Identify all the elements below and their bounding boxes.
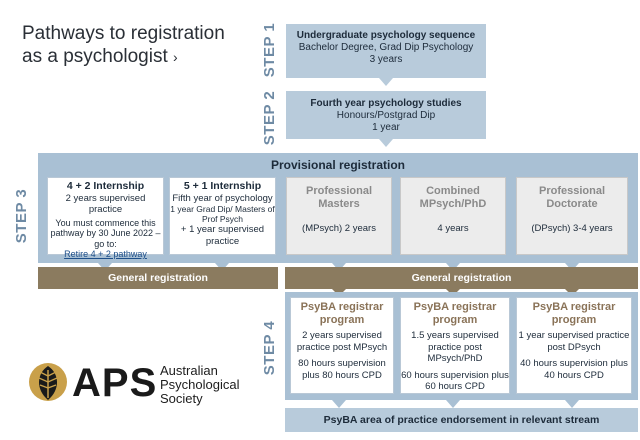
chevron-right-icon[interactable]: ›: [173, 49, 178, 65]
registrar-3-title: PsyBA registrar program: [532, 301, 616, 326]
card-5-1-desc: Fifth year of psychology: [172, 192, 273, 204]
aps-leaf-icon: [28, 360, 68, 404]
step-2-duration: 1 year: [372, 122, 400, 133]
registrar-card-2: PsyBA registrar program 1.5 years superv…: [400, 297, 510, 394]
card-5-1-sub: 1 year Grad Dip/ Masters of Prof Psych: [170, 204, 275, 224]
step-1-duration: 3 years: [369, 54, 403, 65]
aps-wordmark: APS: [72, 361, 158, 405]
arrow-down-icon: [332, 400, 346, 408]
step-1-desc: Bachelor Degree, Grad Dip Psychology: [298, 42, 474, 53]
step-1-title: Undergraduate psychology sequence: [296, 30, 476, 41]
step-3-label: STEP 3: [13, 188, 30, 244]
card-4-2-internship: 4 + 2 Internship 2 years supervised prac…: [47, 177, 164, 259]
doctorate-desc: (DPsych) 3-4 years: [531, 223, 613, 234]
aps-name-line-2: Psychological: [160, 377, 240, 392]
registrar-1-title: PsyBA registrar program: [300, 301, 384, 326]
masters-desc: (MPsych) 2 years: [302, 223, 376, 234]
retire-link[interactable]: Retire 4 + 2 pathway: [48, 249, 163, 260]
card-5-1-title: 5 + 1 Internship: [183, 180, 262, 192]
step-1-box: Undergraduate psychology sequence Bachel…: [286, 24, 486, 78]
card-4-2-note: You must commence this pathway by 30 Jun…: [50, 217, 161, 249]
card-professional-masters: Professional Masters (MPsych) 2 years: [286, 177, 392, 255]
page-title: Pathways to registration as a psychologi…: [22, 22, 262, 69]
registrar-3-line2: 40 hours supervision plus 40 hours CPD: [520, 358, 628, 381]
card-4-2-title: 4 + 2 Internship: [66, 180, 145, 192]
title-line-2-text: as a psychologist: [22, 46, 168, 67]
card-combined: Combined MPsych/PhD 4 years: [400, 177, 506, 255]
combined-desc: 4 years: [437, 223, 469, 234]
title-line-2: as a psychologist ›: [22, 45, 262, 69]
registrar-1-line2: 80 hours supervision plus 80 hours CPD: [298, 358, 386, 381]
aps-name: Australian Psychological Society: [160, 364, 270, 406]
masters-title: Professional Masters: [305, 185, 373, 210]
step-2-title: Fourth year psychology studies: [310, 98, 462, 109]
provisional-title: Provisional registration: [270, 158, 406, 172]
retire-link-text[interactable]: Retire 4 + 2 pathway: [64, 249, 147, 259]
card-5-1-internship: 5 + 1 Internship Fifth year of psycholog…: [169, 177, 276, 255]
aps-name-line-3: Society: [160, 391, 203, 406]
registrar-2-line2: 60 hours supervision plus 60 hours CPD: [401, 369, 509, 393]
arrow-down-icon: [565, 400, 579, 408]
card-5-1-extra: + 1 year supervised practice: [180, 224, 265, 247]
step-2-label: STEP 2: [261, 90, 278, 146]
general-registration-left: General registration: [38, 267, 278, 289]
aps-name-line-1: Australian: [160, 363, 218, 378]
registrar-1-line1: 2 years supervised practice post MPsych: [296, 330, 388, 353]
registrar-card-1: PsyBA registrar program 2 years supervis…: [290, 297, 394, 394]
card-professional-doctorate: Professional Doctorate (DPsych) 3-4 year…: [516, 177, 628, 255]
general-registration-right: General registration: [285, 267, 638, 289]
registrar-3-line1: 1 year supervised practice post DPsych: [518, 330, 630, 353]
registrar-card-3: PsyBA registrar program 1 year supervise…: [516, 297, 632, 394]
registrar-2-title: PsyBA registrar program: [413, 301, 497, 326]
combined-title: Combined MPsych/PhD: [419, 185, 487, 210]
arrow-down-icon: [379, 78, 393, 86]
title-line-1: Pathways to registration: [22, 23, 225, 44]
step-1-label: STEP 1: [261, 22, 278, 78]
step-2-desc: Honours/Postgrad Dip: [336, 110, 436, 121]
card-4-2-desc: 2 years supervised practice: [65, 192, 146, 216]
doctorate-title: Professional Doctorate: [538, 185, 606, 210]
step-2-box: Fourth year psychology studies Honours/P…: [286, 91, 486, 139]
endorsement-bar: PsyBA area of practice endorsement in re…: [285, 408, 638, 432]
registrar-2-line1: 1.5 years supervised practice post MPsyc…: [411, 330, 499, 364]
arrow-down-icon: [379, 139, 393, 147]
arrow-down-icon: [446, 400, 460, 408]
